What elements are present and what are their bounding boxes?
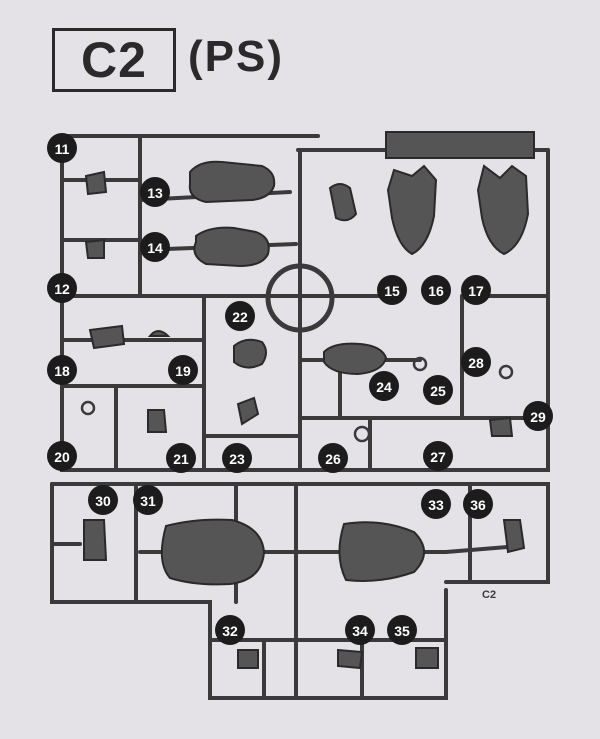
part-number-25: 25	[423, 375, 453, 405]
part-number-badge	[369, 371, 399, 401]
part-number-20: 20	[47, 441, 77, 471]
part-number-label: 33	[428, 497, 444, 513]
sprue-frame	[50, 134, 550, 700]
part-number-badge	[88, 485, 118, 515]
gate-block	[385, 131, 535, 159]
part-number-label: 13	[147, 185, 163, 201]
part-number-22: 22	[225, 301, 255, 331]
sprue-ring	[265, 263, 335, 333]
sprue-material: (PS)	[188, 32, 284, 81]
part-number-label: 15	[384, 283, 400, 299]
part-number-badge	[215, 615, 245, 645]
part-number-11: 11	[47, 133, 77, 163]
part-number-label: 11	[55, 141, 70, 157]
part-number-badge	[423, 375, 453, 405]
part-number-label: 26	[325, 451, 341, 467]
part-number-badge	[47, 133, 77, 163]
part-number-29: 29	[523, 401, 553, 431]
part-number-label: 16	[428, 283, 444, 299]
part-number-badge	[421, 275, 451, 305]
part-number-label: 32	[222, 623, 238, 639]
part-number-label: 34	[352, 623, 368, 639]
part-number-19: 19	[168, 355, 198, 385]
part-number-label: 25	[430, 383, 446, 399]
part-number-13: 13	[140, 177, 170, 207]
part-number-badge	[225, 301, 255, 331]
part-number-badge	[133, 485, 163, 515]
part-number-label: 31	[140, 493, 156, 509]
part-number-27: 27	[423, 441, 453, 471]
part-number-24: 24	[369, 371, 399, 401]
part-number-badge	[166, 443, 196, 473]
part-number-label: 29	[530, 409, 546, 425]
sprue-label-box: C2	[52, 28, 176, 92]
part-number-label: 35	[394, 623, 410, 639]
part-number-label: 12	[54, 281, 70, 297]
part-number-badge	[345, 615, 375, 645]
ring-connectors	[80, 356, 514, 443]
part-number-badge	[463, 489, 493, 519]
part-number-badge	[423, 441, 453, 471]
part-number-badge	[47, 355, 77, 385]
part-number-label: 19	[175, 363, 191, 379]
part-number-badge	[47, 273, 77, 303]
part-number-23: 23	[222, 443, 252, 473]
part-number-label: 18	[54, 363, 70, 379]
part-number-badge	[461, 347, 491, 377]
part-number-badge	[318, 443, 348, 473]
part-number-26: 26	[318, 443, 348, 473]
part-number-32: 32	[215, 615, 245, 645]
part-number-label: 14	[147, 240, 163, 256]
part-number-badge	[222, 443, 252, 473]
part-number-28: 28	[461, 347, 491, 377]
part-number-label: 24	[376, 379, 392, 395]
part-number-label: 27	[430, 449, 446, 465]
part-number-badge	[377, 275, 407, 305]
part-number-14: 14	[140, 232, 170, 262]
part-number-badge	[47, 441, 77, 471]
part-number-badge	[168, 355, 198, 385]
part-number-label: 22	[232, 309, 248, 325]
part-number-label: 30	[95, 493, 111, 509]
part-number-label: 36	[470, 497, 486, 513]
part-number-16: 16	[421, 275, 451, 305]
part-number-callouts: 11 13 14 12 15 16 17 22 18 19 28 24 25 29 20 21 23 26 27 30…	[47, 133, 553, 645]
part-number-21: 21	[166, 443, 196, 473]
part-number-36: 36	[463, 489, 493, 519]
part-number-badge	[461, 275, 491, 305]
part-number-35: 35	[387, 615, 417, 645]
part-number-31: 31	[133, 485, 163, 515]
part-number-18: 18	[47, 355, 77, 385]
part-number-label: 23	[229, 451, 245, 467]
corner-mark: C2	[482, 589, 496, 601]
part-number-label: 17	[468, 283, 484, 299]
sprue-code: C2	[81, 32, 147, 88]
part-number-15: 15	[377, 275, 407, 305]
part-number-12: 12	[47, 273, 77, 303]
part-number-label: 28	[468, 355, 484, 371]
part-number-33: 33	[421, 489, 451, 519]
part-number-17: 17	[461, 275, 491, 305]
part-number-30: 30	[88, 485, 118, 515]
part-number-badge	[421, 489, 451, 519]
part-number-label: 21	[173, 451, 189, 467]
part-number-badge	[140, 177, 170, 207]
part-number-badge	[140, 232, 170, 262]
part-number-34: 34	[345, 615, 375, 645]
parts	[83, 160, 530, 670]
part-number-badge	[523, 401, 553, 431]
part-number-badge	[387, 615, 417, 645]
part-number-label: 20	[54, 449, 70, 465]
